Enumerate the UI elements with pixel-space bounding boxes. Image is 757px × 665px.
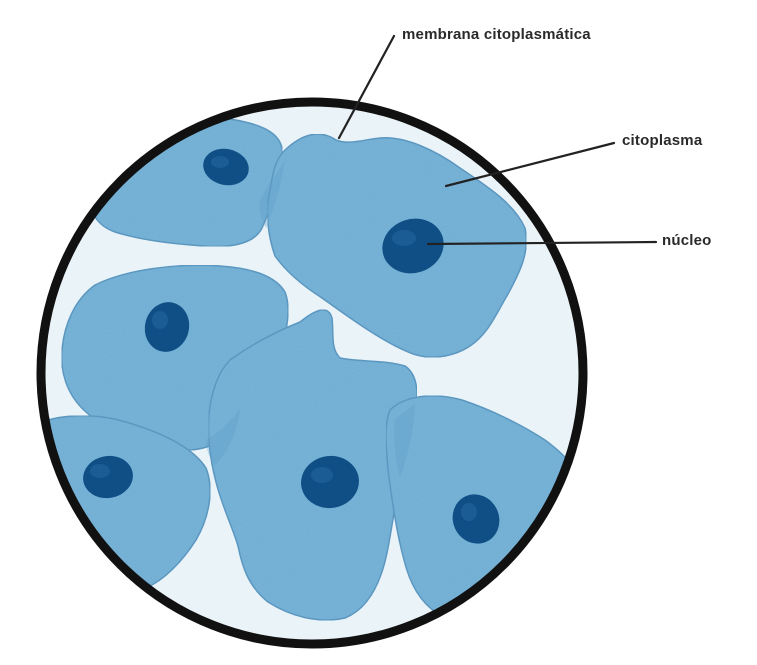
nucleus-label: núcleo <box>662 232 712 249</box>
membrane-label: membrana citoplasmática <box>402 26 591 43</box>
cytoplasm-label: citoplasma <box>622 132 702 149</box>
